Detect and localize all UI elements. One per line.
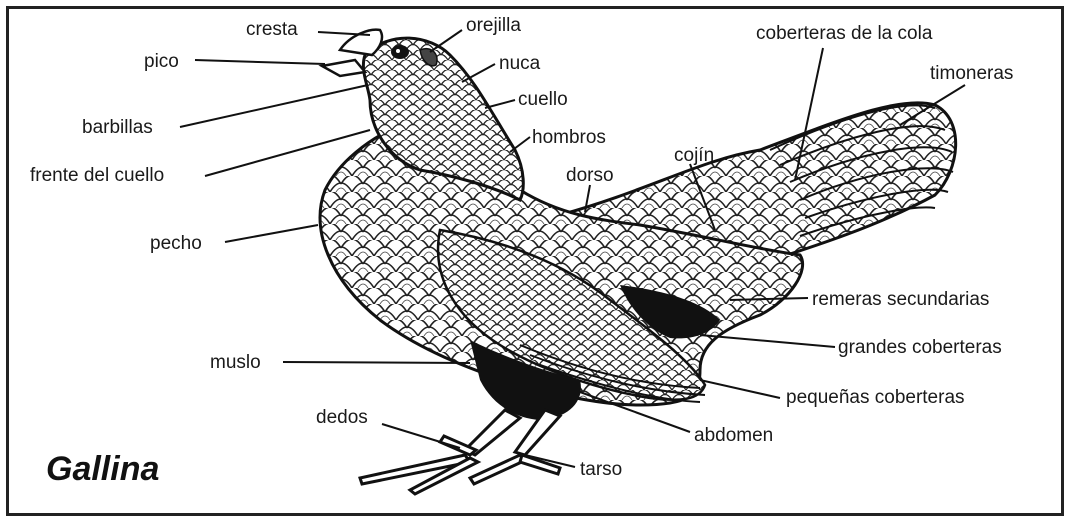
- label-coberteras-de-la-cola: coberteras de la cola: [756, 24, 932, 43]
- label-pecho: pecho: [150, 234, 202, 253]
- label-dedos: dedos: [316, 408, 368, 427]
- leader-muslo: [283, 362, 470, 363]
- label-abdomen: abdomen: [694, 426, 773, 445]
- leader-pequenas: [700, 380, 780, 398]
- label-dorso: dorso: [566, 166, 614, 185]
- label-cojin: cojín: [674, 146, 714, 165]
- leader-pico: [195, 60, 325, 64]
- label-pequenas-coberteras: pequeñas coberteras: [786, 388, 965, 407]
- label-tarso: tarso: [580, 460, 622, 479]
- label-pico: pico: [144, 52, 179, 71]
- label-remeras-secundarias: remeras secundarias: [812, 290, 989, 309]
- label-muslo: muslo: [210, 353, 261, 372]
- diagram-title: Gallina: [46, 452, 159, 486]
- leader-dedos: [382, 424, 460, 448]
- leader-barbillas: [180, 85, 368, 127]
- label-cuello: cuello: [518, 90, 568, 109]
- leader-pecho: [225, 225, 318, 242]
- label-orejilla: orejilla: [466, 16, 521, 35]
- label-hombros: hombros: [532, 128, 606, 147]
- leader-grandes: [700, 335, 835, 347]
- label-nuca: nuca: [499, 54, 540, 73]
- label-timoneras: timoneras: [930, 64, 1013, 83]
- leader-orejilla: [430, 30, 462, 52]
- label-frente-del-cuello: frente del cuello: [30, 166, 164, 185]
- label-barbillas: barbillas: [82, 118, 153, 137]
- leader-cuello: [485, 100, 515, 108]
- hen-legs: [360, 410, 560, 494]
- label-cresta: cresta: [246, 20, 298, 39]
- label-grandes-coberteras: grandes coberteras: [838, 338, 1002, 357]
